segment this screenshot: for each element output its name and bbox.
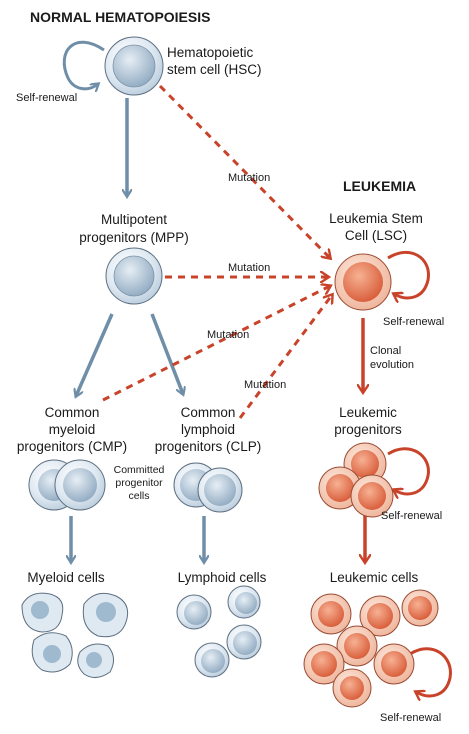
- myeloid-cells: [21, 592, 129, 678]
- mpp-mutation-label: Mutation: [228, 262, 270, 274]
- mpp-cell: [105, 247, 163, 305]
- hsc-mutation-label: Mutation: [228, 172, 270, 184]
- cmp-cells: [28, 459, 106, 511]
- hsc-cell: [104, 36, 164, 96]
- leukemia-title: LEUKEMIA: [343, 178, 416, 194]
- hsc-label-line2: stem cell (HSC): [167, 62, 262, 77]
- committed-label-line1: Committed: [114, 464, 165, 476]
- hsc-self-renewal-loop: [62, 40, 105, 89]
- lsc-self-renewal-label: Self-renewal: [383, 316, 444, 328]
- clonal-evolution-label-line2: evolution: [370, 359, 414, 371]
- leukemic-progenitors-label-line1: Leukemic: [339, 405, 397, 420]
- lymphoid-cells-label: Lymphoid cells: [178, 570, 267, 585]
- leukemic-cells-self-renewal-loop: [409, 647, 452, 696]
- lsc-label-line1: Leukemia Stem: [329, 211, 423, 226]
- cmp-mutation-arrow: [102, 286, 330, 402]
- clp-mutation-label: Mutation: [244, 379, 286, 391]
- clp-mutation-arrow: [238, 295, 332, 419]
- leukemic-progenitors-label-line2: progenitors: [334, 422, 402, 437]
- lsc-cell: [334, 253, 392, 311]
- clp-label-line2: lymphoid: [181, 422, 235, 437]
- myeloid-cells-label: Myeloid cells: [27, 570, 105, 585]
- leukemic-progenitor-cells: [318, 442, 394, 518]
- cmp-label-line3: progenitors (CMP): [17, 439, 127, 454]
- leukemic-cells-cluster: [303, 589, 439, 708]
- progenitor-self-renewal-label: Self-renewal: [381, 510, 442, 522]
- lsc-self-renewal-loop: [387, 251, 430, 298]
- lymphoid-cells: [176, 585, 262, 678]
- hsc-mutation-arrow: [158, 84, 330, 258]
- committed-label-line2: progenitor: [115, 477, 163, 489]
- leukemic-cells-self-renewal-label: Self-renewal: [380, 712, 441, 724]
- cmp-label-line2: myeloid: [49, 422, 96, 437]
- clonal-evolution-label-line1: Clonal: [370, 345, 401, 357]
- clp-cells: [173, 462, 243, 513]
- progenitor-self-renewal-loop: [387, 447, 430, 494]
- committed-label-line3: cells: [128, 490, 149, 502]
- mpp-to-cmp-arrow: [76, 313, 114, 396]
- cmp-label-line1: Common: [45, 405, 100, 420]
- mpp-to-clp-arrow: [150, 313, 183, 394]
- normal-hematopoiesis-title: NORMAL HEMATOPOIESIS: [30, 9, 210, 25]
- mpp-label-line1: Multipotent: [101, 212, 167, 227]
- lsc-label-line2: Cell (LSC): [345, 228, 407, 243]
- hsc-self-renewal-label: Self-renewal: [16, 92, 77, 104]
- clp-label-line1: Common: [181, 405, 236, 420]
- cmp-mutation-label: Mutation: [207, 329, 249, 341]
- hsc-label-line1: Hematopoietic: [167, 45, 254, 60]
- leukemic-cells-label: Leukemic cells: [330, 570, 419, 585]
- mpp-label-line2: progenitors (MPP): [79, 230, 189, 245]
- clp-label-line3: progenitors (CLP): [155, 439, 262, 454]
